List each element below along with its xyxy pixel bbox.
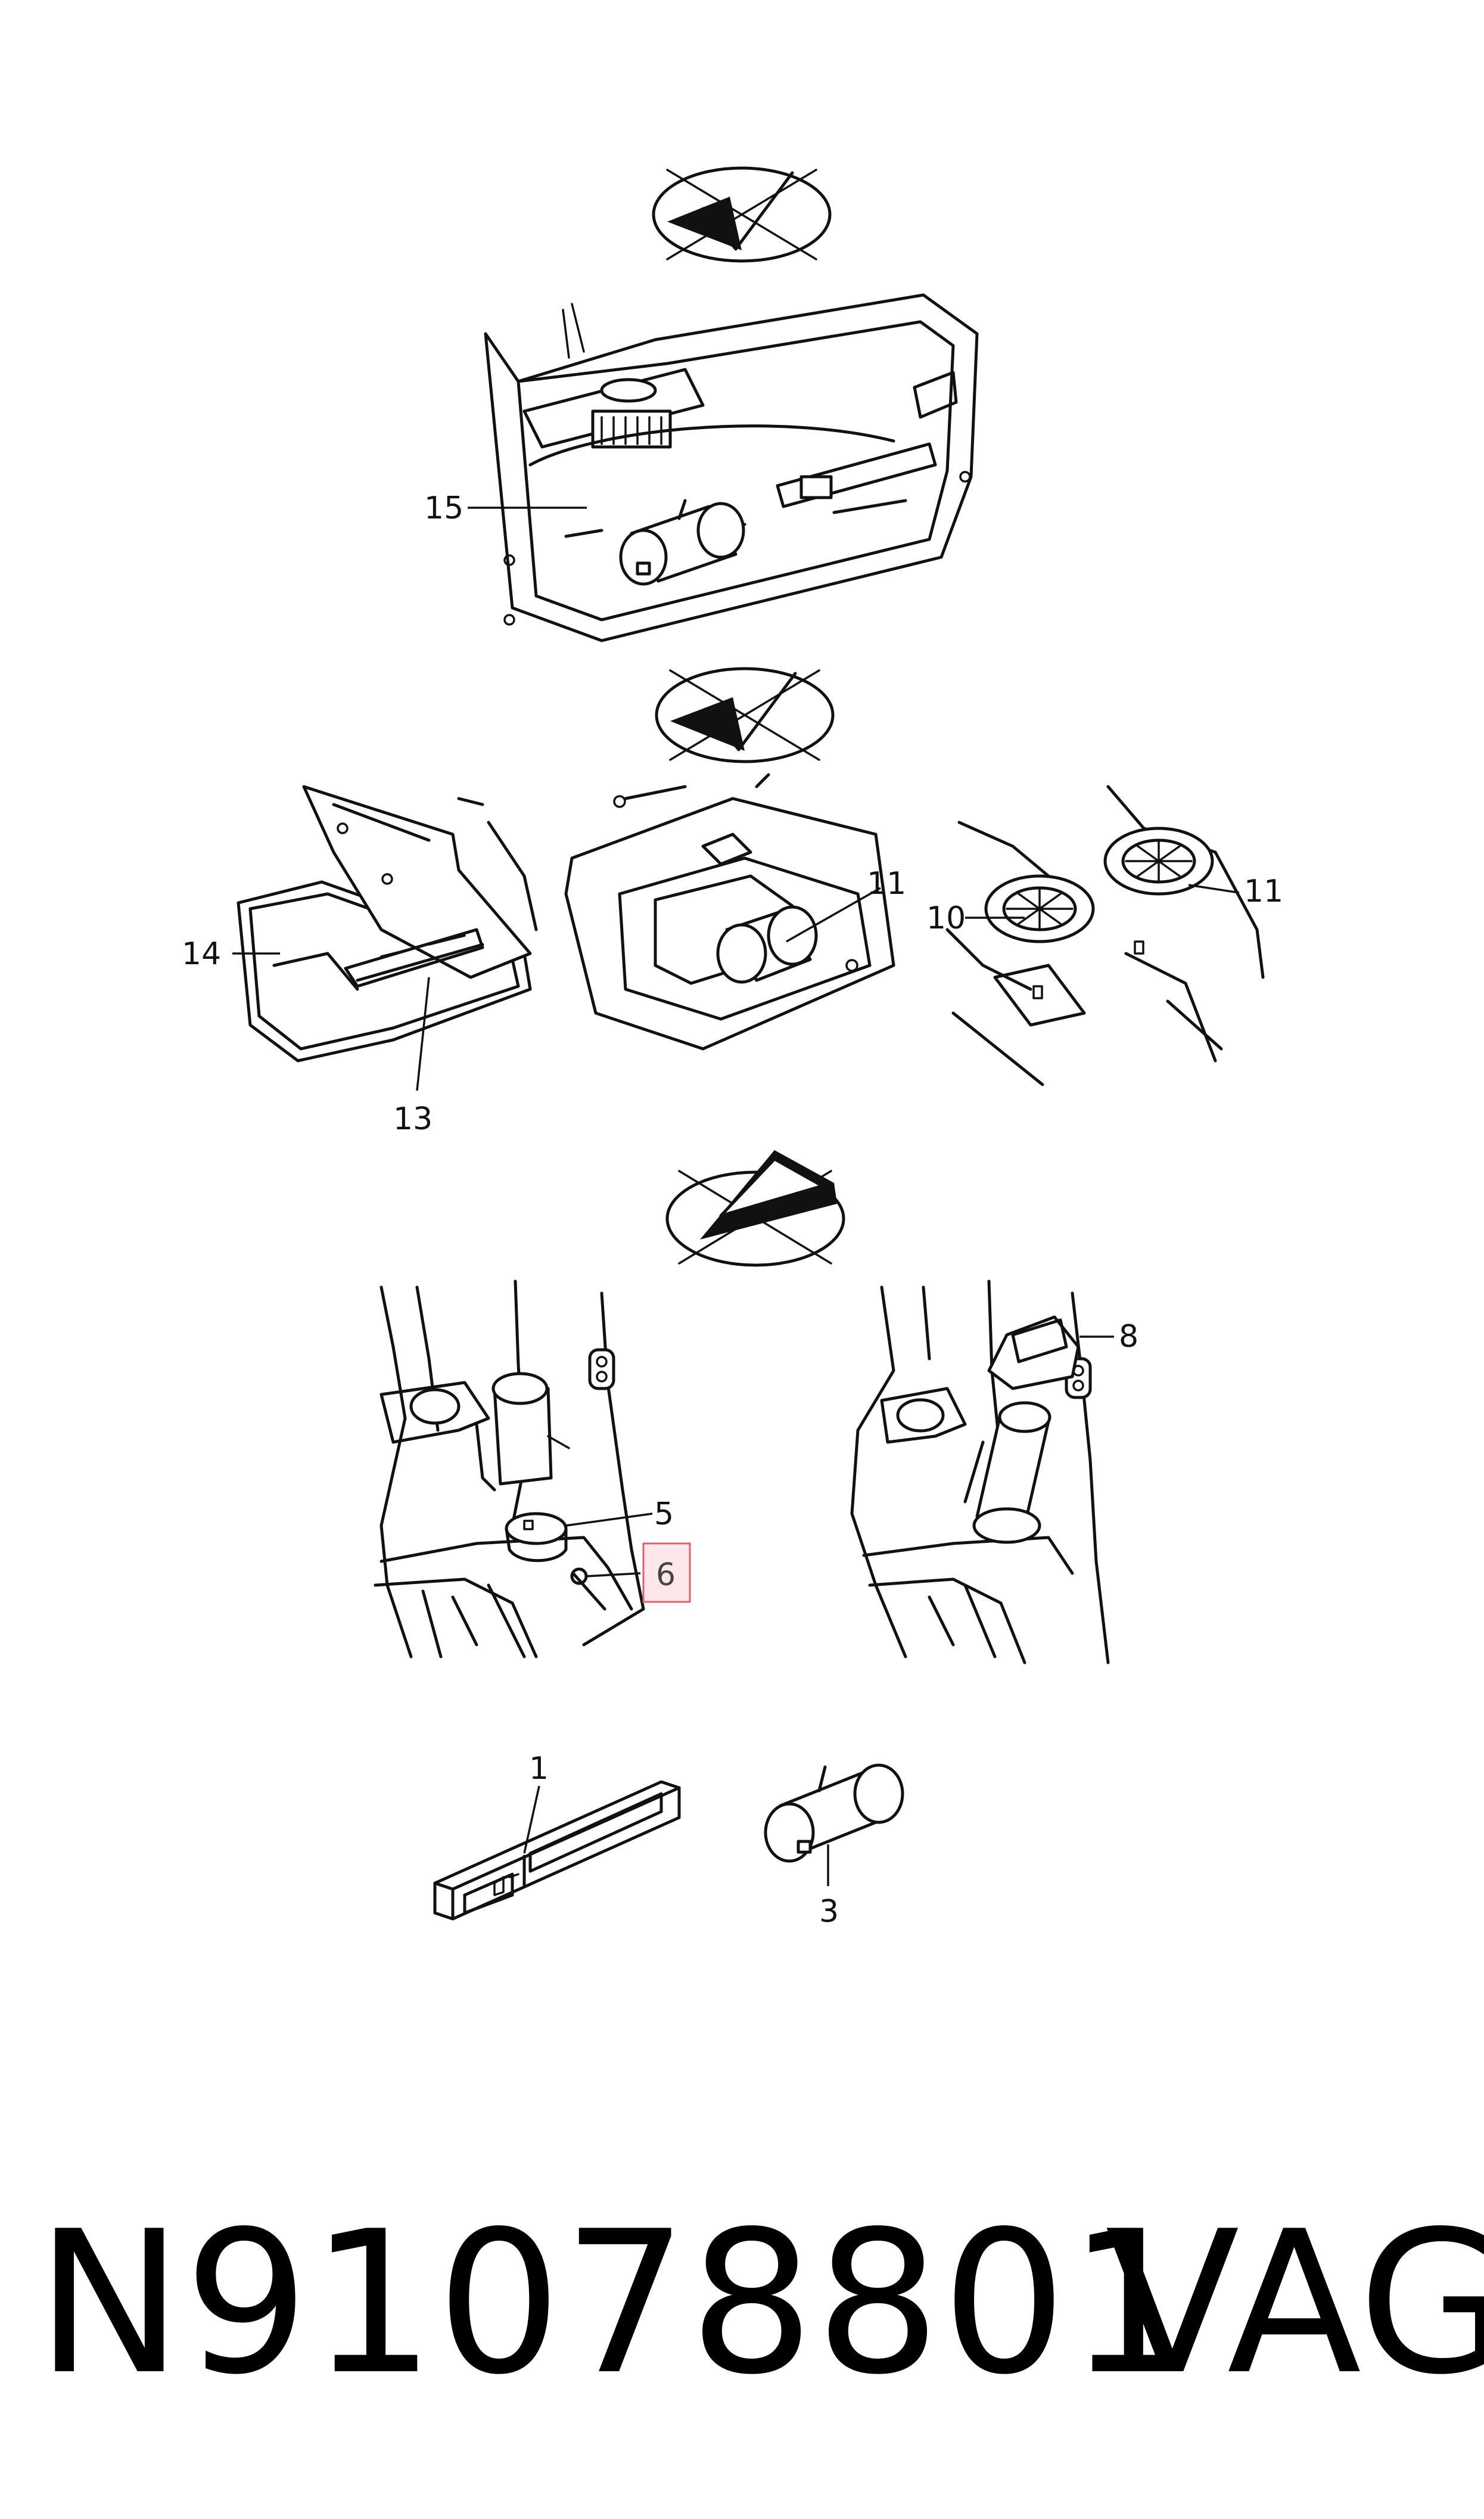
- callout-11-center: 11: [867, 866, 906, 902]
- callout-13: 13: [393, 1101, 433, 1137]
- callout-6: 6: [656, 1557, 676, 1593]
- orientation-symbol-middle: [655, 667, 835, 763]
- callout-15: 15: [424, 490, 463, 526]
- highlight-box: [642, 1542, 691, 1603]
- callout-leaders: [232, 507, 1240, 1886]
- floor-retainers-right: [945, 785, 1265, 1086]
- brand-label: VAG: [1105, 2189, 1484, 2418]
- callout-3: 3: [819, 1894, 839, 1930]
- luggage-compartment-left: [237, 785, 538, 1063]
- part-number: N91078801: [36, 2189, 1194, 2418]
- part-3-illustration: [764, 1763, 904, 1863]
- callout-6-highlight[interactable]: 6: [642, 1542, 691, 1603]
- orientation-symbol-top: [652, 166, 832, 263]
- orientation-symbol-bottom: [665, 1150, 845, 1267]
- callout-5: 5: [654, 1496, 674, 1532]
- callout-11-right: 11: [1244, 874, 1283, 909]
- part-1-illustration: [433, 1780, 681, 1921]
- side-trim-left: [374, 1279, 645, 1658]
- callout-10: 10: [926, 900, 966, 936]
- callout-8: 8: [1119, 1319, 1138, 1355]
- callout-1: 1: [529, 1751, 549, 1787]
- callout-14: 14: [182, 936, 221, 972]
- luggage-compartment-center: [564, 773, 895, 1051]
- door-panel-illustration: [484, 293, 979, 642]
- side-trim-right: [850, 1279, 1110, 1664]
